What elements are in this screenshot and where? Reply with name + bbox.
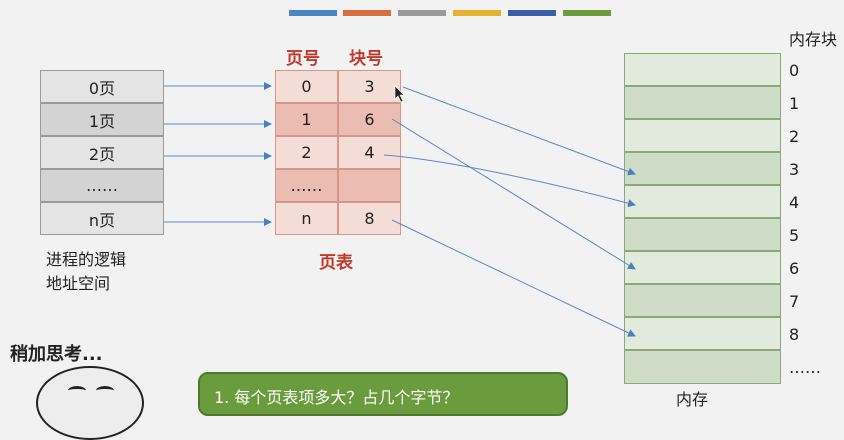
pt-block-0: 3 [338,70,401,103]
memory-block-2 [624,119,781,152]
memory-block-1 [624,86,781,119]
pt-page-0: 0 [275,70,338,103]
legend-bar-1 [289,10,337,16]
memory-block-8 [624,317,781,350]
memory-block-6 [624,251,781,284]
logical-page-0: 0页 [40,70,164,103]
memory-block-0 [624,53,781,86]
legend-bar-5 [508,10,556,16]
pt-block-2: 4 [338,136,401,169]
arrow-block8-to-mem [391,219,636,337]
logical-page-n: n页 [40,202,164,235]
mouse-cursor-icon [394,85,405,103]
pt-block-1: 6 [338,103,401,136]
question-box: 1. 每个页表项多大？占几个字节？ [198,372,568,416]
pt-page-ellipsis: …… [275,169,338,202]
logical-caption-line1: 进程的逻辑 [46,250,127,269]
page-table-header-page: 页号 [286,49,320,69]
legend-bar-4 [453,10,501,16]
memory-number-3: 3 [789,160,800,179]
page-table-caption: 页表 [319,253,353,273]
logical-page-ellipsis: …… [40,169,164,202]
memory-block-9 [624,350,781,384]
memory-number-1: 1 [789,94,800,113]
logical-page-1: 1页 [40,103,164,136]
meme-face-icon [36,366,144,440]
thinking-label: 稍加思考... [10,344,103,365]
memory-block-4 [624,185,781,218]
arrow-block4-to-mem [383,154,636,208]
memory-number-0: 0 [789,61,800,80]
pt-block-ellipsis [338,169,401,202]
memory-number-5: 5 [789,226,800,245]
question-text: 1. 每个页表项多大？占几个字节？ [214,388,459,407]
memory-number-2: 2 [789,127,800,146]
arrow-block3-to-mem [402,86,636,176]
memory-number-7: 7 [789,292,800,311]
memory-number-8: 8 [789,325,800,344]
memory-number-6: 6 [789,259,800,278]
legend-bar-2 [343,10,391,16]
memory-number-4: 4 [789,193,800,212]
arrow-block6-to-mem [391,118,636,270]
memory-block-3 [624,152,781,185]
pt-page-n: n [275,202,338,235]
logical-page-2: 2页 [40,136,164,169]
legend-bar-3 [398,10,446,16]
legend-bar-6 [563,10,611,16]
memory-block-7 [624,284,781,317]
pt-page-2: 2 [275,136,338,169]
pt-block-n: 8 [338,202,401,235]
memory-header: 内存块 [789,30,838,49]
page-table-header-block: 块号 [349,49,383,69]
logical-caption-line2: 地址空间 [46,274,111,293]
pt-page-1: 1 [275,103,338,136]
memory-number-ellipsis: …… [789,358,821,377]
memory-block-5 [624,218,781,251]
mapping-arrows [164,82,636,337]
